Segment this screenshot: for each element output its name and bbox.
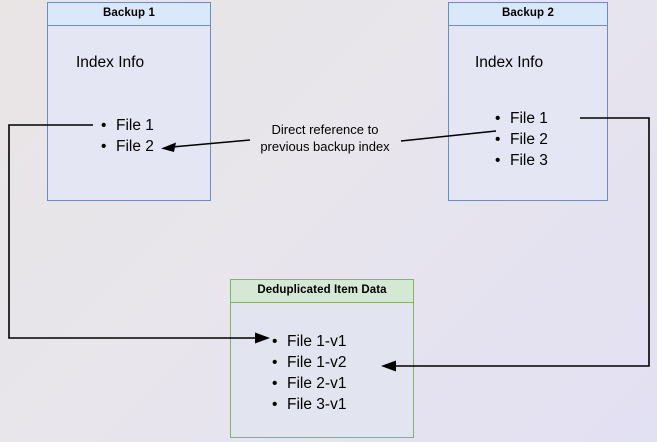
dedup-header: Deduplicated Item Data	[231, 280, 413, 303]
list-item: File 2-v1	[272, 373, 346, 394]
backup1-box[interactable]: Backup 1 Index Info File 1 File 2	[47, 2, 211, 201]
backup1-file-list: File 1 File 2	[101, 115, 154, 157]
dedup-body: File 1-v1 File 1-v2 File 2-v1 File 3-v1	[231, 303, 413, 437]
list-item: File 3	[495, 150, 548, 171]
backup1-body: Index Info File 1 File 2	[48, 26, 210, 200]
list-item: File 2	[101, 136, 154, 157]
backup1-header: Backup 1	[48, 3, 210, 26]
direct-reference-label: Direct reference to previous backup inde…	[251, 121, 399, 155]
backup2-file-list: File 1 File 2 File 3	[495, 108, 548, 171]
list-item: File 1	[495, 108, 548, 129]
deduplicated-item-data-box[interactable]: Deduplicated Item Data File 1-v1 File 1-…	[230, 279, 414, 438]
list-item: File 3-v1	[272, 394, 346, 415]
list-item: File 2	[495, 129, 548, 150]
backup2-box[interactable]: Backup 2 Index Info File 1 File 2 File 3	[448, 2, 608, 201]
dedup-file-list: File 1-v1 File 1-v2 File 2-v1 File 3-v1	[272, 331, 346, 415]
list-item: File 1-v1	[272, 331, 346, 352]
list-item: File 1	[101, 115, 154, 136]
list-item: File 1-v2	[272, 352, 346, 373]
direct-reference-label-line1: Direct reference to	[271, 122, 379, 137]
backup2-header: Backup 2	[449, 3, 607, 26]
backup2-body: Index Info File 1 File 2 File 3	[449, 26, 607, 200]
backup1-index-info-label: Index Info	[76, 54, 145, 71]
backup2-index-info-label: Index Info	[475, 54, 544, 71]
direct-reference-label-line2: previous backup index	[260, 139, 390, 154]
